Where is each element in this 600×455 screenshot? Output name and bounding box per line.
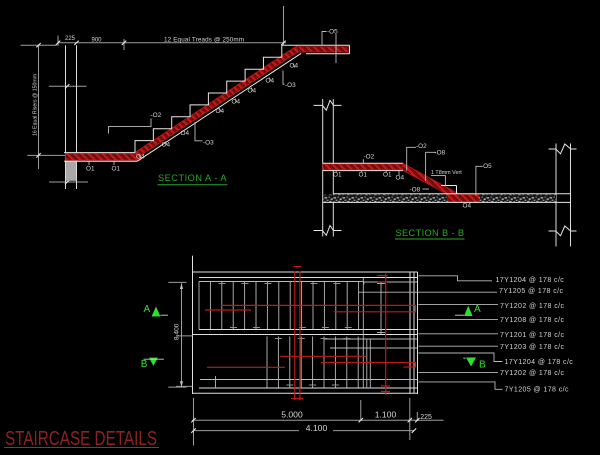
svg-text:-O3: -O3 (203, 140, 214, 147)
svg-text:STAIRCASE DETAILS: STAIRCASE DETAILS (5, 428, 157, 450)
svg-text:A: A (144, 304, 151, 315)
svg-text:4.100: 4.100 (306, 423, 328, 433)
svg-text:O4: O4 (216, 108, 225, 115)
svg-text:O4: O4 (463, 203, 472, 210)
svg-text:O1: O1 (86, 166, 95, 173)
svg-text:7Y1203 @ 178 c/c: 7Y1203 @ 178 c/c (500, 344, 564, 351)
svg-text:7Y1205 @ 178 c/c: 7Y1205 @ 178 c/c (505, 387, 569, 394)
svg-text:O4: O4 (266, 78, 275, 85)
svg-text:A: A (474, 304, 481, 315)
svg-text:O4: O4 (232, 99, 241, 106)
svg-text:225: 225 (420, 414, 432, 421)
svg-text:O1: O1 (383, 171, 392, 178)
svg-text:1 T8mm Vert: 1 T8mm Vert (431, 170, 462, 176)
svg-text:7Y1208 @ 178 c/c: 7Y1208 @ 178 c/c (500, 317, 564, 324)
svg-text:12 Equal Treads @ 250mm: 12 Equal Treads @ 250mm (164, 36, 244, 43)
svg-text:1.100: 1.100 (375, 410, 397, 420)
svg-text:-O8: -O8 (410, 187, 421, 194)
svg-text:17Y1204 @ 178 c/c: 17Y1204 @ 178 c/c (496, 277, 565, 284)
svg-text:5.000: 5.000 (281, 410, 303, 420)
svg-text:SECTION A - A: SECTION A - A (158, 173, 227, 183)
svg-text:-O2: -O2 (151, 112, 162, 119)
svg-text:O4: O4 (248, 88, 257, 95)
svg-text:B: B (141, 359, 148, 370)
svg-text:16 Equal Risers @ 150mm: 16 Equal Risers @ 150mm (33, 74, 39, 136)
svg-text:17Y1204 @ 178 c/c: 17Y1204 @ 178 c/c (505, 359, 574, 366)
svg-text:7Y1201 @ 178 c/c: 7Y1201 @ 178 c/c (500, 332, 564, 339)
svg-text:225: 225 (65, 36, 76, 42)
svg-text:-O5: -O5 (327, 29, 338, 36)
svg-text:8.400: 8.400 (174, 323, 181, 340)
svg-text:O1: O1 (359, 171, 368, 178)
svg-text:-O5: -O5 (481, 163, 492, 170)
svg-text:SECTION B - B: SECTION B - B (396, 228, 465, 238)
svg-text:-O2: -O2 (364, 154, 375, 161)
svg-text:O1: O1 (333, 171, 342, 178)
svg-text:7Y1205 @ 178 c/c: 7Y1205 @ 178 c/c (499, 288, 563, 295)
svg-text:-O3: -O3 (285, 82, 296, 89)
svg-text:-O2: -O2 (416, 143, 427, 150)
svg-text:O4: O4 (162, 142, 171, 149)
svg-text:900: 900 (92, 38, 103, 44)
svg-text:7Y1202 @ 178 c/c: 7Y1202 @ 178 c/c (500, 370, 564, 377)
svg-text:O4: O4 (396, 175, 405, 182)
svg-text:-O8: -O8 (435, 149, 446, 156)
svg-text:7Y1202 @ 178 c/c: 7Y1202 @ 178 c/c (500, 303, 564, 310)
svg-text:O1: O1 (112, 166, 121, 173)
svg-text:O4: O4 (181, 130, 190, 137)
svg-text:B: B (479, 359, 486, 370)
